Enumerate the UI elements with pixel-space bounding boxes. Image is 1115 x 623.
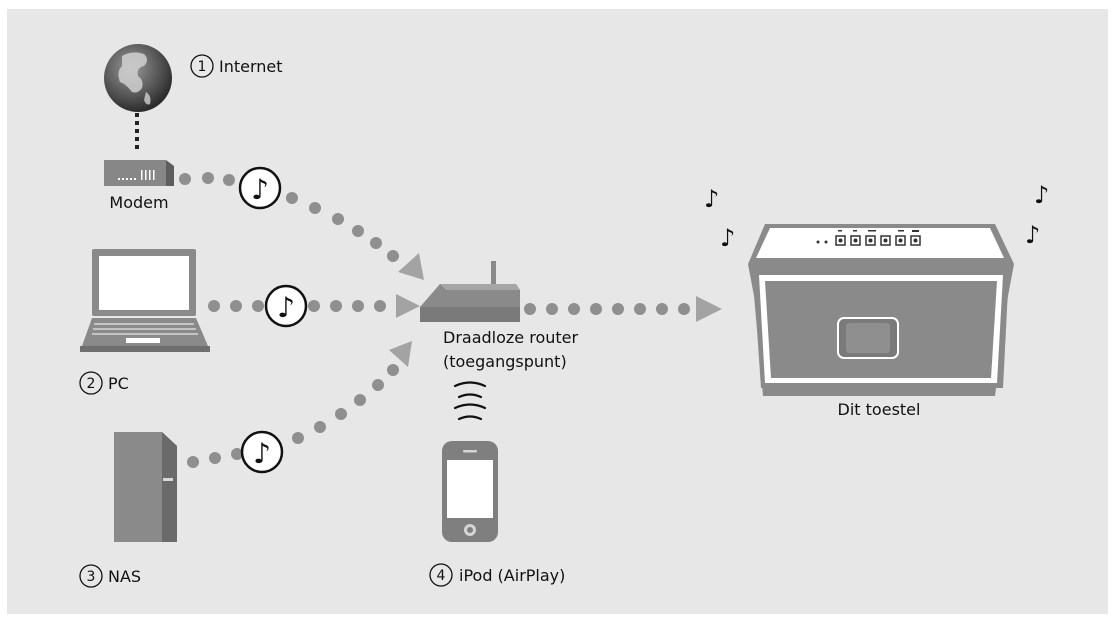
- laptop-icon: [80, 249, 210, 352]
- label-router: Draadloze router (toegangspunt): [443, 328, 579, 371]
- svg-text:♪: ♪: [277, 291, 295, 324]
- modem-to-router-dots: [179, 172, 399, 262]
- svg-text:Internet: Internet: [219, 57, 283, 76]
- label-modem: Modem: [109, 193, 168, 212]
- router-icon: [420, 261, 520, 322]
- label-nas: 3 NAS: [79, 564, 141, 588]
- number-badge: [190, 54, 214, 78]
- connection-lines: [179, 172, 690, 468]
- music-note-icon: ♪: [240, 430, 284, 474]
- arrow-heads: [389, 253, 722, 367]
- speaker-icon: [748, 224, 1014, 396]
- svg-text:♪: ♪: [251, 173, 269, 206]
- label-device: Dit toestel: [838, 400, 921, 419]
- svg-text:1: 1: [198, 59, 207, 75]
- label-internet: 1 Internet: [190, 54, 283, 78]
- svg-text:♪: ♪: [253, 437, 271, 470]
- music-note-icon: ♪: [264, 284, 308, 328]
- svg-text:NAS: NAS: [108, 567, 141, 586]
- svg-text:4: 4: [437, 568, 446, 584]
- arrow-modem-router: [398, 253, 424, 280]
- router-to-device-dots: [524, 303, 690, 315]
- svg-text:♪: ♪: [704, 185, 719, 213]
- svg-text:♪: ♪: [720, 224, 735, 252]
- arrow-router-device: [696, 296, 722, 322]
- label-pc: 2 PC: [79, 371, 129, 395]
- svg-text:(toegangspunt): (toegangspunt): [443, 352, 567, 371]
- music-note-icon: ♪ ♪ ♪ ♪: [704, 181, 1049, 252]
- svg-text:2: 2: [87, 376, 96, 392]
- svg-text:♪: ♪: [1025, 221, 1040, 249]
- svg-text:Draadloze router: Draadloze router: [443, 328, 579, 347]
- iphone-icon: [442, 441, 498, 542]
- number-badge: [429, 563, 453, 587]
- arrow-nas-router: [389, 341, 412, 367]
- svg-text:♪: ♪: [1034, 181, 1049, 209]
- wifi-icon: [453, 381, 487, 421]
- arrow-pc-router: [396, 294, 420, 318]
- svg-text:PC: PC: [108, 374, 129, 393]
- label-ipod: 4 iPod (AirPlay): [429, 563, 565, 587]
- pc-to-router-dots: [208, 300, 386, 312]
- globe-icon: [104, 44, 172, 112]
- music-note-icon: ♪: [238, 166, 282, 210]
- number-badge: [79, 564, 103, 588]
- svg-text:iPod (AirPlay): iPod (AirPlay): [459, 566, 565, 585]
- nas-to-router-dots: [187, 364, 399, 468]
- modem-icon: [104, 160, 174, 186]
- internet-link-line: [135, 113, 139, 149]
- number-badge: [79, 371, 103, 395]
- svg-text:3: 3: [87, 569, 96, 585]
- nas-icon: [114, 432, 177, 542]
